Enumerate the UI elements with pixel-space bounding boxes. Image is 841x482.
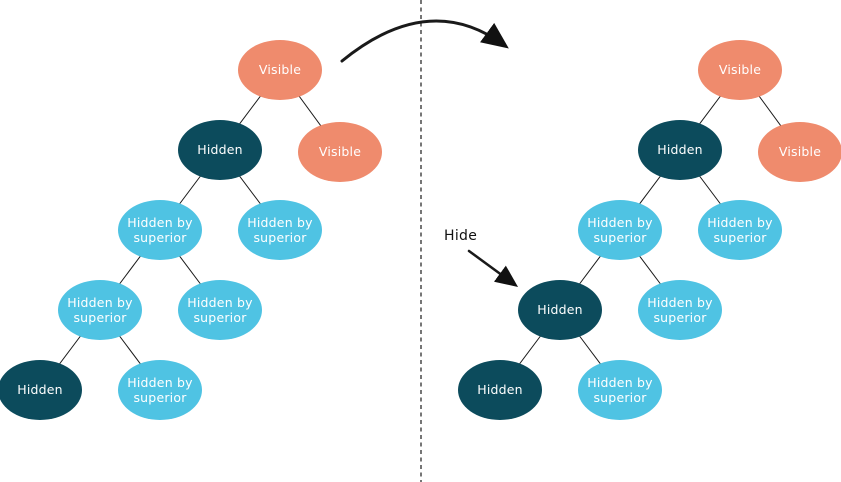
- tree-edge: [159, 229, 221, 311]
- hide-pointer-arrow-icon: [467, 249, 519, 287]
- tree-edge: [619, 229, 681, 311]
- transition-curved-arrow-icon: [340, 19, 509, 63]
- tree-edge: [679, 69, 741, 151]
- tree-edge: [159, 149, 221, 231]
- tree-edge: [39, 309, 101, 391]
- tree-edge: [219, 149, 281, 231]
- tree-edge: [739, 69, 801, 153]
- hide-annotation-label: Hide: [444, 228, 478, 244]
- tree-edge: [619, 149, 681, 231]
- tree-edge: [559, 229, 621, 311]
- tree-edge: [679, 149, 741, 231]
- tree-edge: [499, 309, 561, 391]
- tree-edge: [219, 69, 281, 151]
- tree-edge: [99, 229, 161, 311]
- tree-edges: [39, 69, 801, 391]
- tree-edge: [99, 309, 161, 391]
- tree-edge: [279, 69, 341, 153]
- tree-edge: [559, 309, 621, 391]
